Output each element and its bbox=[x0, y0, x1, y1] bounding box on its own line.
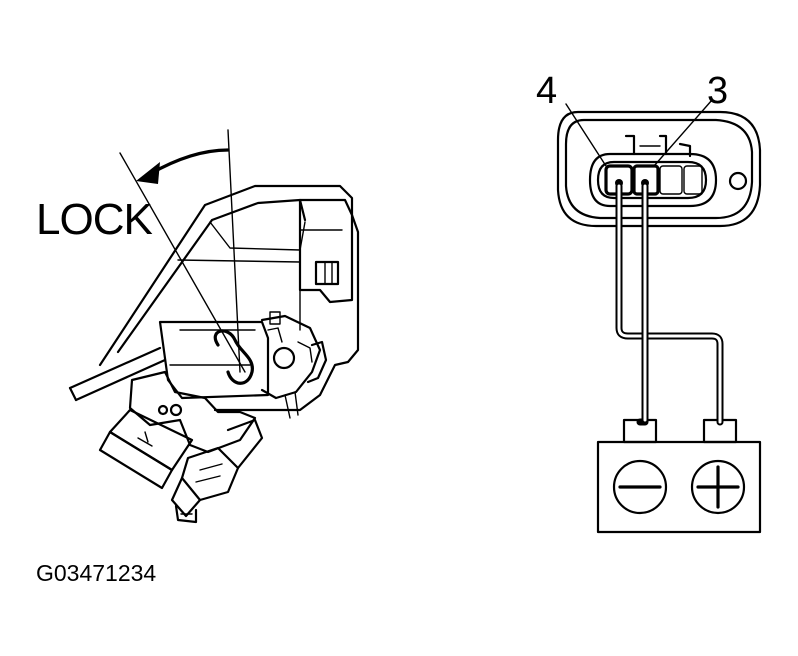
positive-terminal-circle bbox=[690, 459, 746, 515]
connector-block-side bbox=[98, 430, 174, 490]
housing-rib-lower bbox=[177, 259, 301, 263]
lock-arrow-shaft bbox=[148, 148, 230, 176]
flange-mount-hole bbox=[728, 171, 748, 191]
mounting-bracket bbox=[128, 370, 257, 454]
mechanism-tab bbox=[269, 311, 281, 325]
latch-window-slots bbox=[324, 261, 333, 285]
pin-4-label: 4 bbox=[536, 70, 558, 112]
latch-claw bbox=[306, 340, 328, 384]
battery-body bbox=[596, 440, 762, 534]
plug-connector bbox=[180, 446, 240, 502]
latch-housing-detail bbox=[299, 229, 343, 331]
lock-arrow-head bbox=[136, 162, 160, 184]
sight-line-right bbox=[227, 129, 241, 373]
connector-flange-inner bbox=[564, 118, 754, 220]
figure-code: G03471234 bbox=[36, 560, 157, 586]
connector-latch-tabs bbox=[624, 134, 692, 158]
pin-3-label: 3 bbox=[707, 70, 729, 112]
cavity-pin-1 bbox=[683, 165, 703, 195]
mechanism-pin bbox=[284, 391, 299, 419]
latch-mechanism bbox=[260, 314, 322, 400]
mechanism-pivot bbox=[272, 346, 296, 370]
lock-lever bbox=[213, 329, 254, 385]
door-lock-assembly bbox=[68, 129, 360, 524]
connector-socket-inner bbox=[596, 160, 708, 200]
lock-housing-outline bbox=[98, 184, 360, 412]
latch-window bbox=[314, 260, 340, 286]
plug-terminal bbox=[174, 504, 198, 524]
bracket-hole bbox=[157, 404, 169, 416]
negative-terminal-circle bbox=[612, 459, 668, 515]
wire-pin-4-positive bbox=[615, 182, 724, 426]
lock-housing-inner-edge bbox=[116, 198, 307, 354]
motor-body bbox=[158, 320, 270, 400]
linkage-rod-top bbox=[68, 346, 162, 390]
linkage-rod-bottom bbox=[74, 358, 167, 402]
latch-housing bbox=[298, 198, 354, 304]
wire-pin-4-positive-core bbox=[617, 184, 722, 424]
connector-flange-outer bbox=[556, 110, 762, 228]
connector-test-setup bbox=[556, 99, 762, 534]
bracket-hole-large bbox=[169, 403, 183, 417]
plug-connector-ribs bbox=[195, 463, 223, 483]
lock-direction-label: LOCK bbox=[36, 195, 153, 244]
connector-block-detail bbox=[137, 431, 153, 447]
housing-rib bbox=[209, 221, 306, 251]
cavity-pin-2 bbox=[659, 165, 683, 195]
plug-cable bbox=[226, 418, 264, 470]
motor-body-detail bbox=[169, 329, 256, 366]
plug-connector-tip bbox=[170, 476, 202, 518]
mechanism-detail bbox=[267, 327, 313, 363]
linkage-rod-end bbox=[68, 386, 78, 402]
connector-socket-outer bbox=[588, 152, 718, 208]
